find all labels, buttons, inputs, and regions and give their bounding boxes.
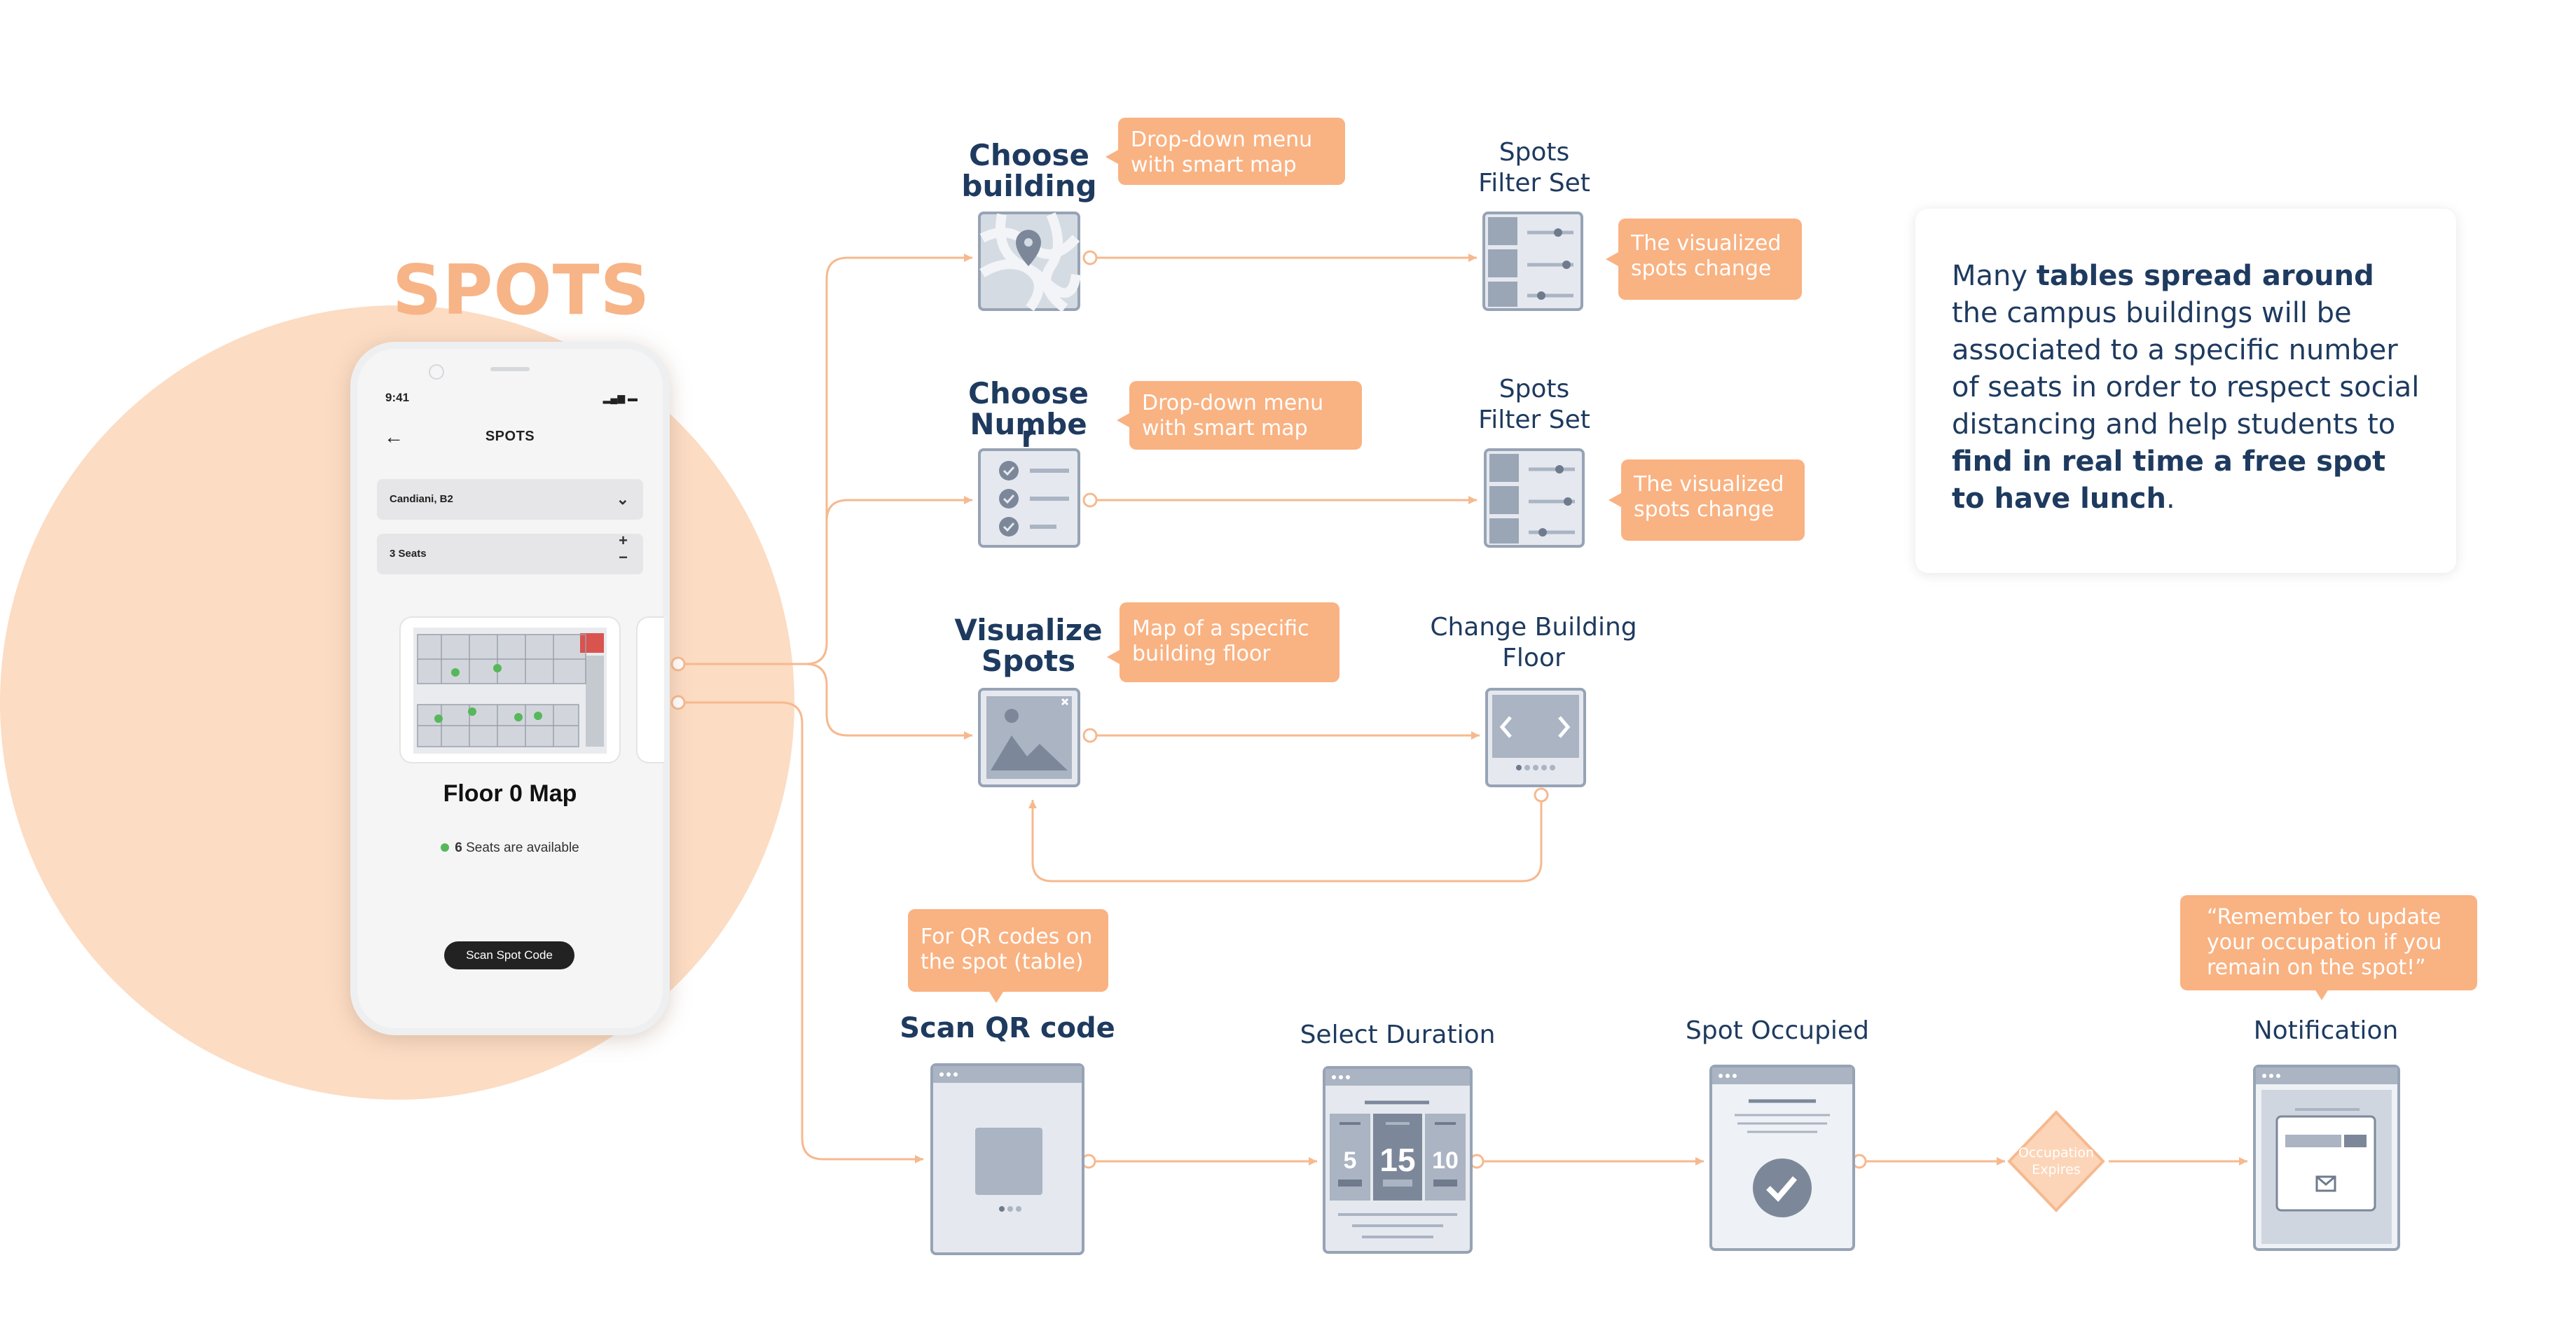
building-dropdown-value: Candiani, B2 (390, 493, 453, 505)
screen-title: SPOTS (485, 429, 535, 444)
callout-filter-set-2: The visualized spots change (1621, 459, 1805, 541)
label-filter-set-1: Spots Filter Set (1478, 138, 1590, 198)
scan-spot-code-button[interactable]: Scan Spot Code (444, 941, 574, 969)
label-choose-building: Choose building (961, 138, 1097, 203)
duration-value-15: 15 (1379, 1142, 1415, 1178)
wireframe-choose-number (978, 448, 1080, 548)
next-map-card[interactable] (636, 616, 664, 763)
label-visualize-spots: Visualize Spots (954, 613, 1103, 678)
floor-plan-map (413, 628, 607, 754)
plus-icon[interactable]: + (619, 532, 628, 549)
connector-phone-trunk (680, 254, 972, 665)
label-filter-set-2: Spots Filter Set (1478, 375, 1590, 434)
brand-title: SPOTS (392, 251, 651, 331)
minus-icon[interactable]: − (619, 548, 628, 566)
label-notification: Notification (2253, 1016, 2399, 1045)
callout-choose-number: Drop-down menu with smart map (1129, 381, 1362, 450)
label-spot-occupied: Spot Occupied (1686, 1016, 1869, 1045)
connector-floor-loop (1028, 795, 1543, 883)
duration-value-10: 10 (1432, 1147, 1459, 1174)
wireframe-choose-building (978, 212, 1081, 312)
seats-stepper[interactable]: 3 Seats + − (377, 532, 643, 574)
signal-icon: ▂▄▆ (602, 392, 626, 403)
available-dot (441, 843, 450, 852)
label-select-duration: Select Duration (1300, 1021, 1496, 1049)
wireframe-visualize-spots (978, 688, 1080, 787)
battery-icon: ▬ (628, 392, 638, 403)
wireframe-notification (2253, 1065, 2400, 1251)
decision-occupation-expires (2007, 1110, 2105, 1212)
status-time: 9:41 (385, 391, 410, 404)
floor-map-title: Floor 0 Map (443, 780, 577, 807)
phone-speaker (490, 367, 530, 371)
available-text: Seats are available (466, 841, 579, 855)
back-arrow-icon[interactable]: ← (384, 426, 404, 448)
label-scan-qr: Scan QR code (900, 1012, 1115, 1044)
status-icons: ▂▄▆ ▬ (603, 392, 638, 404)
wireframe-scan-qr (930, 1063, 1084, 1255)
wireframe-filter-set-2 (1484, 448, 1585, 548)
connector-phone-scan (680, 701, 923, 1163)
connector-to-visualize (805, 663, 972, 740)
expires-line-1: Occupation (2018, 1145, 2094, 1161)
label-choose-number: Choose Numbe r (968, 376, 1089, 454)
phone-mockup: 9:41 ▂▄▆ ▬ ← SPOTS Candiani, B2 ⌄ 3 Seat… (350, 342, 670, 1035)
wireframe-spot-occupied (1709, 1065, 1855, 1251)
label-change-floor: Change Building Floor (1430, 613, 1637, 672)
available-count: 6 (455, 841, 462, 855)
wireframe-select-duration (1323, 1066, 1473, 1254)
callout-choose-building: Drop-down menu with smart map (1118, 118, 1345, 185)
phone-camera (429, 364, 444, 380)
chevron-down-icon: ⌄ (616, 490, 629, 508)
seats-stepper-value: 3 Seats (390, 548, 427, 560)
callout-scan-qr: For QR codes on the spot (table) (908, 909, 1108, 992)
duration-value-5: 5 (1344, 1147, 1357, 1174)
wireframe-change-floor (1485, 688, 1586, 787)
floor-map-card[interactable] (399, 616, 621, 763)
info-card: Many tables spread around the campus bui… (1915, 209, 2456, 573)
connector-to-choose-number (825, 496, 972, 522)
callout-filter-set-1: The visualized spots change (1618, 219, 1802, 300)
expires-line-2: Expires (2032, 1162, 2081, 1177)
seats-availability: 6 Seats are available (357, 841, 663, 856)
callout-visualize-spots: Map of a specific building floor (1120, 602, 1339, 682)
building-dropdown[interactable]: Candiani, B2 ⌄ (377, 479, 643, 520)
wireframe-filter-set-1 (1482, 212, 1583, 311)
callout-notification: “Remember to update your occupation if y… (2180, 895, 2477, 990)
